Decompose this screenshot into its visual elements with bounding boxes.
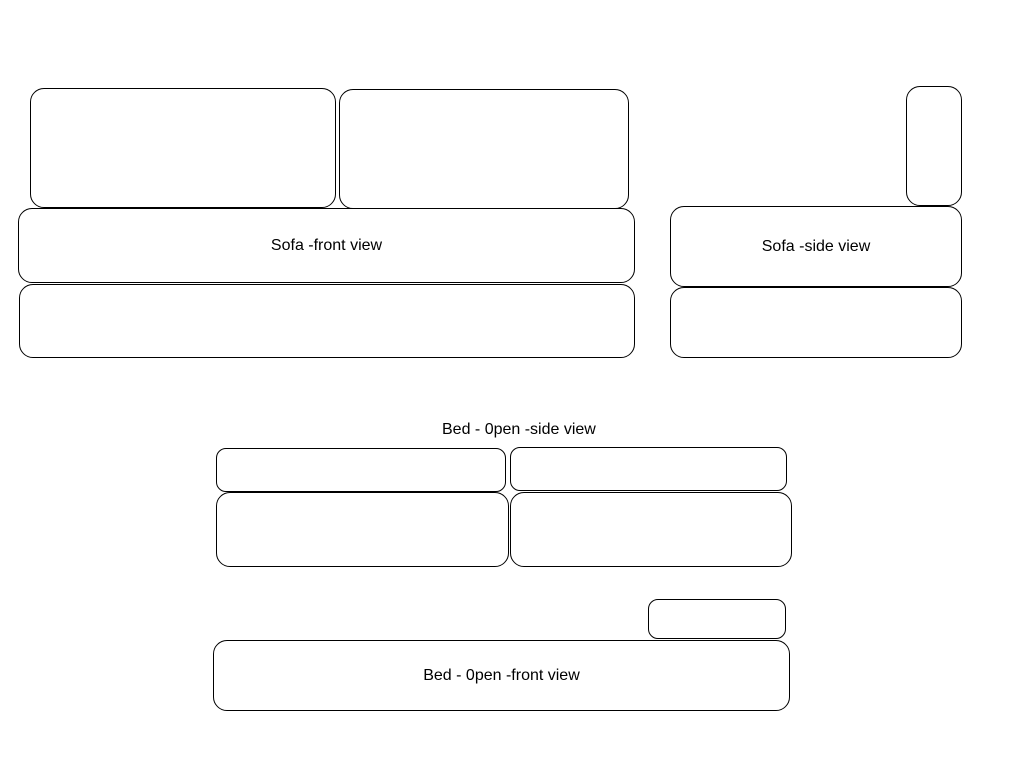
sofa-side-seat: Sofa -side view [670, 206, 962, 287]
bed-side-top-left [216, 448, 506, 492]
bed-front-pillow [648, 599, 786, 639]
sofa-front-base [19, 284, 635, 358]
sofa-front-seat: Sofa -front view [18, 208, 635, 283]
bed-front-label: Bed - 0pen -front view [423, 666, 580, 684]
sofa-side-label: Sofa -side view [761, 237, 871, 255]
bed-side-bottom-right [510, 492, 792, 567]
bed-side-bottom-left [216, 492, 509, 567]
sofa-side-backrest [906, 86, 962, 206]
bed-side-label: Bed - 0pen -side view [442, 421, 596, 438]
bed-front-mattress: Bed - 0pen -front view [213, 640, 790, 711]
sofa-front-label: Sofa -front view [270, 236, 383, 254]
sofa-front-back-cushion-right [339, 89, 629, 209]
sofa-side-base [670, 287, 962, 358]
sofa-front-back-cushion-left [30, 88, 336, 208]
bed-side-top-right [510, 447, 787, 491]
